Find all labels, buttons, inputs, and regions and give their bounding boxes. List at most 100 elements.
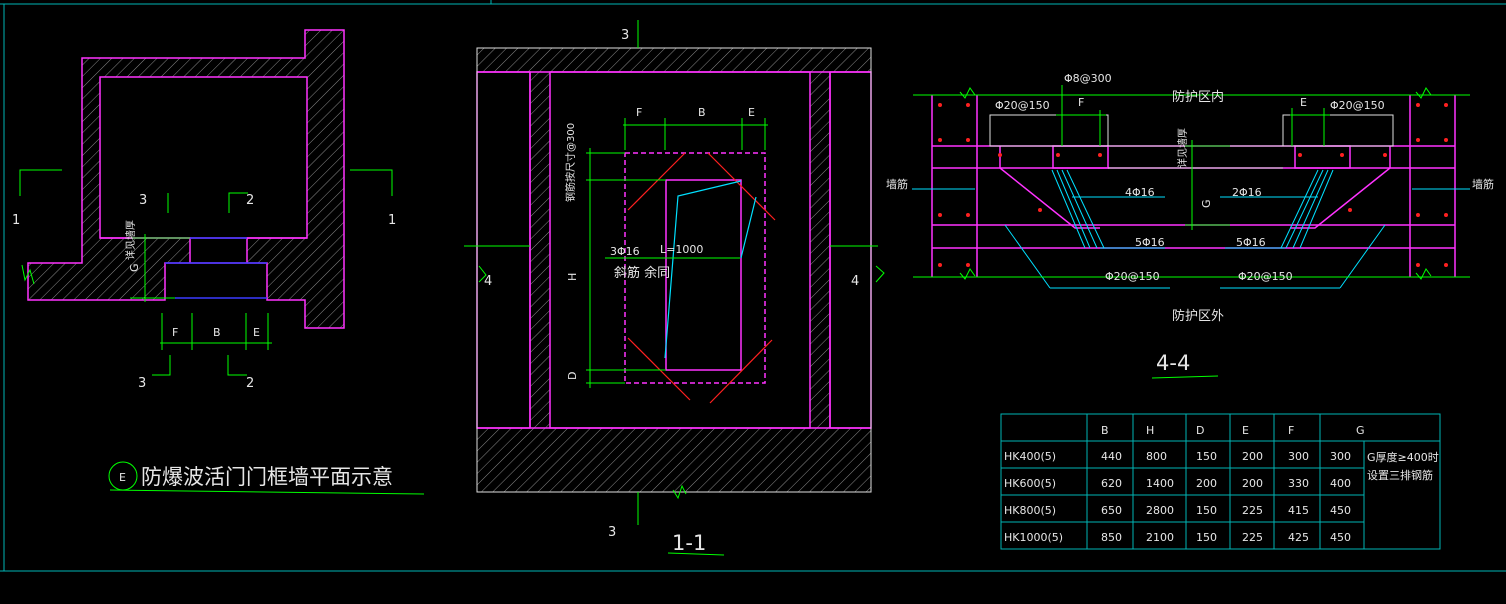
plan-title-badge bbox=[108, 461, 138, 491]
section-44-bar-5a: 5Φ16 bbox=[1135, 236, 1165, 249]
section-11-mark-top: 3 bbox=[621, 28, 629, 43]
spec-table-grid bbox=[1000, 413, 1441, 550]
plan-section-marks bbox=[19, 169, 425, 495]
plan-title-badge-label: E bbox=[119, 471, 126, 484]
section-11-dim-d: D bbox=[566, 372, 579, 380]
section-11-mark-right: 4 bbox=[851, 274, 859, 289]
section-44-bar-5b: 5Φ16 bbox=[1236, 236, 1266, 249]
section-44-dim-f: F bbox=[1078, 96, 1084, 109]
table-cell: 620 bbox=[1101, 477, 1122, 490]
plan-dim-b: B bbox=[213, 326, 221, 339]
table-cell: 330 bbox=[1288, 477, 1309, 490]
table-cell: 425 bbox=[1288, 531, 1309, 544]
plan-view: 1 1 3 2 3 2 F B E G 详见墙厚 E 防爆波活门门框墙平面示意 bbox=[12, 29, 425, 495]
table-header-e: E bbox=[1242, 424, 1249, 437]
plan-dim-e: E bbox=[253, 326, 260, 339]
section-44-rebar-left-bot: Φ20@150 bbox=[1105, 270, 1160, 283]
drawing-frame bbox=[0, 0, 1506, 572]
table-header-f: F bbox=[1288, 424, 1294, 437]
section-44-rebar-right-bot: Φ20@150 bbox=[1238, 270, 1293, 283]
table-cell: 225 bbox=[1242, 504, 1263, 517]
section-44-dim-g: G bbox=[1200, 199, 1213, 208]
table-cell: 800 bbox=[1146, 450, 1167, 463]
section-44-rebar-cyan bbox=[912, 169, 1470, 289]
table-cell: 150 bbox=[1196, 531, 1217, 544]
section-11-mark-bottom: 3 bbox=[608, 525, 616, 540]
section-44-dim-e: E bbox=[1300, 96, 1307, 109]
plan-dim-g: G bbox=[128, 263, 141, 272]
table-cell: 2100 bbox=[1146, 531, 1174, 544]
table-cell: 150 bbox=[1196, 450, 1217, 463]
section-44-slabs bbox=[931, 95, 1456, 277]
section-44-bar-4: 4Φ16 bbox=[1125, 186, 1155, 199]
section-11-diag-bars bbox=[627, 152, 776, 404]
plan-opening-lines bbox=[165, 237, 267, 299]
section-1-1: 3 3 4 4 F B E H D 钢筋按尺寸@300 3Φ16 L=1000 … bbox=[464, 20, 885, 556]
section-11-mark-left: 4 bbox=[484, 274, 492, 289]
plan-mark-bottom-b: 2 bbox=[246, 376, 254, 391]
section-44-inside: 防护区内 bbox=[1172, 89, 1224, 105]
table-cell: 415 bbox=[1288, 504, 1309, 517]
plan-mark-bottom-a: 3 bbox=[138, 376, 146, 391]
plan-dim-f: F bbox=[172, 326, 178, 339]
section-44-rebar-red bbox=[938, 103, 1448, 267]
section-44-dims bbox=[913, 85, 1470, 379]
table-cell: HK400(5) bbox=[1004, 450, 1056, 463]
section-44-rebar-left-top: Φ20@150 bbox=[995, 99, 1050, 112]
section-44-wall-right: 墙筋 bbox=[1472, 177, 1494, 191]
section-44-inner-outline bbox=[989, 114, 1394, 169]
table-header-g: G bbox=[1356, 424, 1365, 437]
section-44-vertical-note: 详见墙厚 bbox=[1176, 128, 1189, 168]
section-11-dim-e: E bbox=[748, 106, 755, 119]
plan-title: 防爆波活门门框墙平面示意 bbox=[141, 465, 393, 489]
table-cell: 300 bbox=[1288, 450, 1309, 463]
section-11-dim-b: B bbox=[698, 106, 706, 119]
section-11-note: 斜筋 余同 bbox=[614, 265, 670, 281]
table-header-b: B bbox=[1101, 424, 1109, 437]
plan-mark-top-a: 3 bbox=[139, 193, 147, 208]
table-cell: 300 bbox=[1330, 450, 1351, 463]
plan-mark-top-b: 2 bbox=[246, 193, 254, 208]
spec-table-note-2: 设置三排钢筋 bbox=[1367, 468, 1433, 482]
section-44-top-rebar: Φ8@300 bbox=[1064, 72, 1112, 85]
section-44-outside: 防护区外 bbox=[1172, 308, 1224, 324]
plan-mark-left: 1 bbox=[12, 213, 20, 228]
section-11-label: 1-1 bbox=[672, 531, 706, 555]
section-44-bar-2: 2Φ16 bbox=[1232, 186, 1262, 199]
table-cell: 200 bbox=[1196, 477, 1217, 490]
table-cell: 200 bbox=[1242, 450, 1263, 463]
section-11-rebar-len: L=1000 bbox=[660, 243, 703, 256]
table-cell: 650 bbox=[1101, 504, 1122, 517]
section-44-rebar-right-top: Φ20@150 bbox=[1330, 99, 1385, 112]
table-cell: HK800(5) bbox=[1004, 504, 1056, 517]
section-11-dims bbox=[464, 20, 885, 556]
section-44-label: 4-4 bbox=[1156, 351, 1190, 375]
table-cell: 225 bbox=[1242, 531, 1263, 544]
plan-mark-right: 1 bbox=[388, 213, 396, 228]
table-cell: 400 bbox=[1330, 477, 1351, 490]
section-4-4: 防护区内 防护区外 Φ8@300 Φ20@150 Φ20@150 F E G 详… bbox=[886, 72, 1494, 379]
section-11-hatch bbox=[477, 48, 871, 492]
section-44-wall-left: 墙筋 bbox=[886, 177, 908, 191]
table-cell: 200 bbox=[1242, 477, 1263, 490]
section-11-cyan-bar bbox=[664, 180, 757, 359]
table-cell: 850 bbox=[1101, 531, 1122, 544]
plan-vertical-note: 详见墙厚 bbox=[124, 220, 137, 260]
table-cell: 150 bbox=[1196, 504, 1217, 517]
table-header-h: H bbox=[1146, 424, 1154, 437]
table-cell: 450 bbox=[1330, 531, 1351, 544]
table-cell: 440 bbox=[1101, 450, 1122, 463]
section-11-vertical-note: 钢筋按尺寸@300 bbox=[564, 123, 577, 202]
plan-wall-hatch bbox=[28, 30, 344, 328]
section-11-dim-f: F bbox=[636, 106, 642, 119]
section-11-dim-h: H bbox=[566, 273, 579, 281]
section-11-rebar-diag: 3Φ16 bbox=[610, 245, 640, 258]
table-cell: 1400 bbox=[1146, 477, 1174, 490]
table-header-d: D bbox=[1196, 424, 1204, 437]
table-cell: HK1000(5) bbox=[1004, 531, 1063, 544]
spec-table-note-1: G厚度≥400时 bbox=[1367, 450, 1439, 464]
table-cell: 2800 bbox=[1146, 504, 1174, 517]
